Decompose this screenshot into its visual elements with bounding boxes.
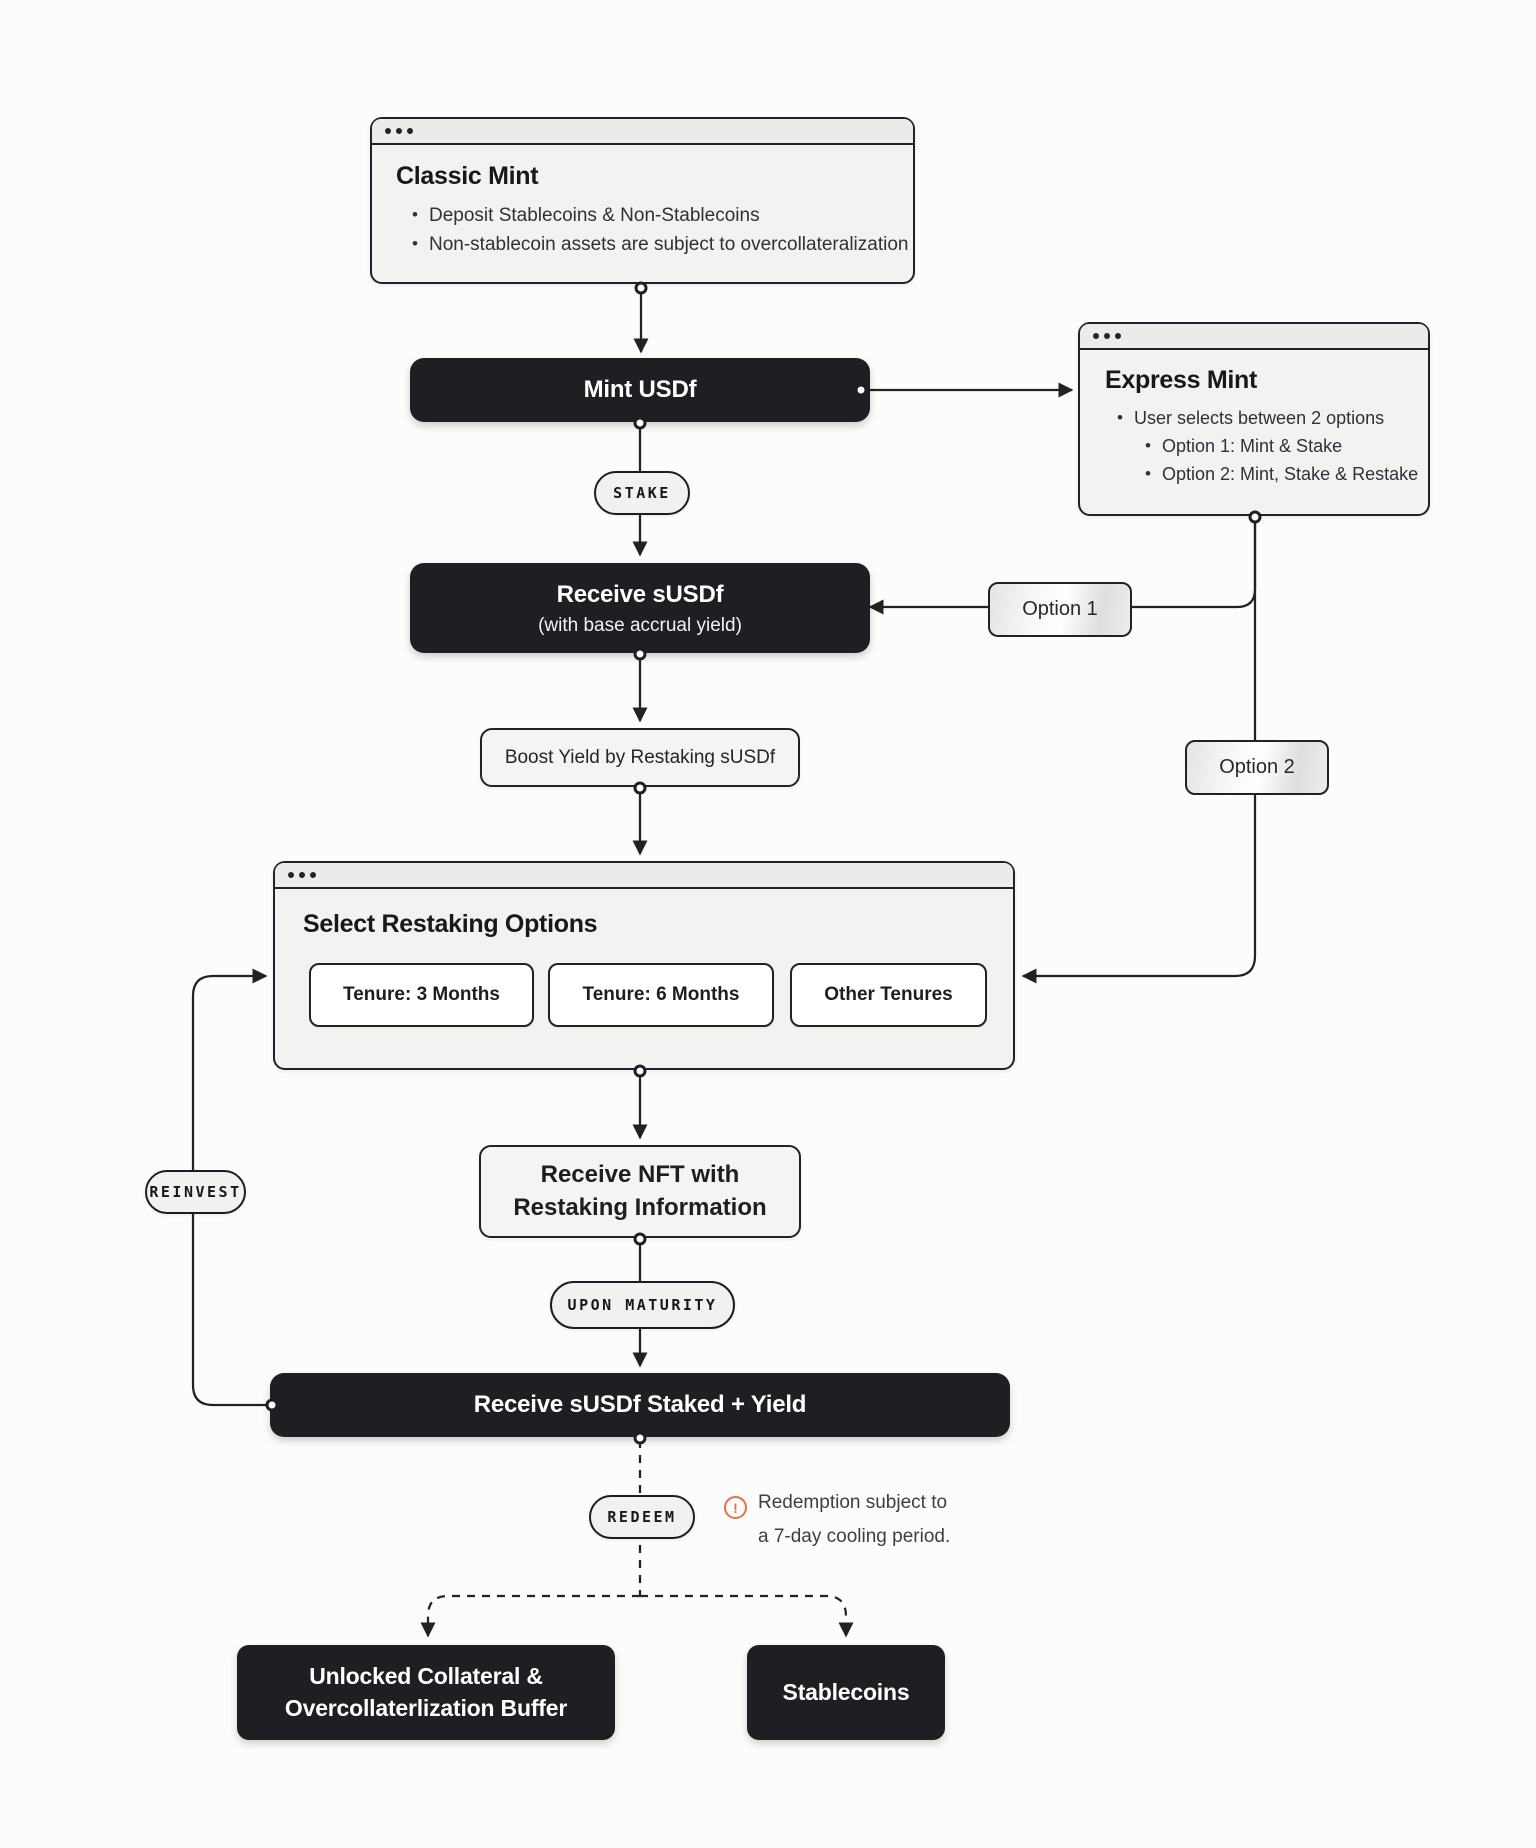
receive-susdf-node: Receive sUSDf (with base accrual yield) (410, 563, 870, 653)
receive-nft-line2: Restaking Information (513, 1193, 767, 1221)
connector-dot (633, 647, 647, 661)
stablecoins-label: Stablecoins (782, 1678, 910, 1705)
window-titlebar (275, 863, 1013, 889)
window-dot-icon (288, 872, 294, 878)
unlocked-collateral-line2: Overcollaterlization Buffer (284, 1694, 568, 1721)
redemption-note-line2: a 7-day cooling period. (758, 1526, 951, 1547)
express-mint-bullet: User selects between 2 options (1117, 408, 1428, 429)
receive-staked-yield-node: Receive sUSDf Staked + Yield (270, 1373, 1010, 1437)
redemption-note-line1: Redemption subject to (758, 1492, 948, 1513)
mint-usdf-node: Mint USDf (410, 358, 870, 422)
window-dot-icon (299, 872, 305, 878)
express-mint-window: Express Mint User selects between 2 opti… (1078, 322, 1430, 516)
classic-mint-window: Classic Mint Deposit Stablecoins & Non-S… (370, 117, 915, 284)
receive-staked-yield-label: Receive sUSDf Staked + Yield (473, 1390, 807, 1418)
other-tenures-button: Other Tenures (790, 963, 987, 1027)
express-mint-sub-bullet: Option 2: Mint, Stake & Restake (1145, 464, 1428, 485)
connector-dot (854, 383, 868, 397)
express-mint-title: Express Mint (1105, 366, 1258, 394)
classic-mint-title: Classic Mint (396, 162, 539, 190)
connector-dot (633, 416, 647, 430)
connector-dot (633, 1232, 647, 1246)
connector-dot (633, 1064, 647, 1078)
mint-usdf-label: Mint USDf (583, 375, 697, 403)
classic-mint-bullet: Deposit Stablecoins & Non-Stablecoins (412, 205, 913, 227)
receive-susdf-title: Receive sUSDf (556, 581, 724, 609)
window-dot-icon (310, 872, 316, 878)
warning-icon: ! (724, 1496, 747, 1519)
express-mint-sub-bullet: Option 1: Mint & Stake (1145, 436, 1428, 457)
receive-susdf-subtitle: (with base accrual yield) (538, 614, 742, 636)
option-1-badge: Option 1 (988, 582, 1132, 637)
upon-maturity-pill: UPON MATURITY (550, 1281, 735, 1329)
window-titlebar (372, 119, 913, 145)
connector-dot (634, 281, 648, 295)
window-dot-icon (1093, 333, 1099, 339)
receive-nft-line1: Receive NFT with (540, 1161, 740, 1189)
redeem-pill: REDEEM (589, 1495, 695, 1539)
window-titlebar (1080, 324, 1428, 350)
window-dot-icon (396, 128, 402, 134)
connector-dot (633, 781, 647, 795)
reinvest-pill: REINVEST (145, 1170, 246, 1214)
connector-dot (265, 1398, 279, 1412)
connector-dot (633, 1431, 647, 1445)
tenure-6-months-button: Tenure: 6 Months (548, 963, 774, 1027)
select-restaking-window: Select Restaking Options Tenure: 3 Month… (273, 861, 1015, 1070)
redemption-note: Redemption subject to a 7-day cooling pe… (758, 1486, 950, 1554)
stake-pill: STAKE (594, 471, 690, 515)
tenure-3-months-button: Tenure: 3 Months (309, 963, 534, 1027)
unlocked-collateral-node: Unlocked Collateral & Overcollaterlizati… (237, 1645, 615, 1740)
stablecoins-node: Stablecoins (747, 1645, 945, 1740)
connector-dot (1248, 510, 1262, 524)
boost-yield-node: Boost Yield by Restaking sUSDf (480, 728, 800, 787)
window-dot-icon (1104, 333, 1110, 339)
select-restaking-title: Select Restaking Options (303, 910, 598, 938)
classic-mint-bullet: Non-stablecoin assets are subject to ove… (412, 234, 913, 256)
unlocked-collateral-line1: Unlocked Collateral & (309, 1663, 543, 1690)
window-dot-icon (1115, 333, 1121, 339)
window-dot-icon (385, 128, 391, 134)
receive-nft-node: Receive NFT with Restaking Information (479, 1145, 801, 1238)
option-2-badge: Option 2 (1185, 740, 1329, 795)
window-dot-icon (407, 128, 413, 134)
